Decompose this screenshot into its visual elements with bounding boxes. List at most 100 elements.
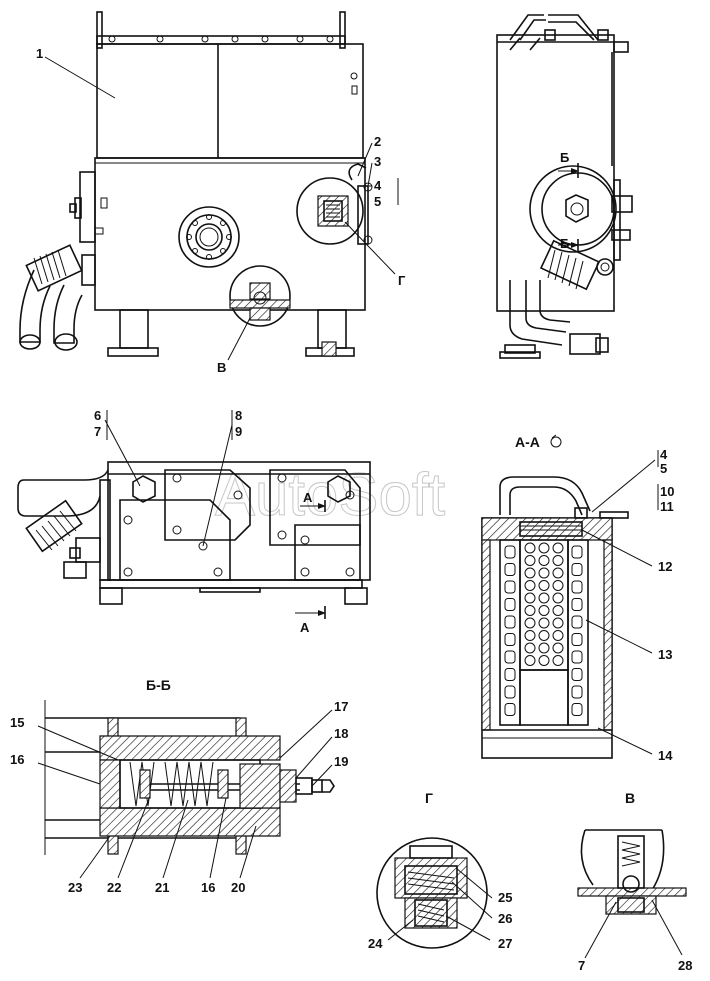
leader-label-g: Г xyxy=(398,273,406,288)
callout-7-v: 7 xyxy=(578,958,585,973)
callout-10: 10 xyxy=(660,484,674,499)
filter-perforation xyxy=(538,642,550,654)
callout-4: 4 xyxy=(374,178,382,193)
callout-3: 3 xyxy=(374,154,381,169)
callout-5: 5 xyxy=(374,194,381,209)
filter-perforation xyxy=(538,580,550,591)
filter-coil xyxy=(571,685,583,699)
callout-27: 27 xyxy=(498,936,512,951)
filter-perforation xyxy=(538,617,550,629)
filter-coil xyxy=(504,598,516,611)
callout-1: 1 xyxy=(36,46,43,61)
section-bb-title: Б-Б xyxy=(146,677,171,693)
filter-coil xyxy=(571,563,583,576)
watermark: AutoSoft xyxy=(215,461,445,528)
callout-2: 2 xyxy=(374,134,381,149)
callout-15: 15 xyxy=(10,715,24,730)
callout-24: 24 xyxy=(368,936,383,951)
filter-coil xyxy=(571,598,583,611)
callout-8: 8 xyxy=(235,408,242,423)
callout-4-aa: 4 xyxy=(660,447,668,462)
callout-9: 9 xyxy=(235,424,242,439)
callout-12: 12 xyxy=(658,559,672,574)
detail-v: В xyxy=(577,790,687,915)
section-mark-b-top: Б xyxy=(560,150,569,165)
section-mark-b-bottom: Б xyxy=(560,236,569,251)
detail-g: Г xyxy=(376,790,488,949)
filter-perforation xyxy=(552,630,564,641)
callout-17: 17 xyxy=(334,699,348,714)
filter-perforation xyxy=(524,617,536,629)
filter-coil xyxy=(504,650,516,664)
callout-leaders xyxy=(37,56,683,959)
filter-coil xyxy=(504,545,516,559)
filter-coil xyxy=(571,633,583,646)
filter-perforation xyxy=(552,655,564,666)
callout-16-bb: 16 xyxy=(201,880,215,895)
filter-coil xyxy=(504,685,516,699)
section-bb: Б-Б xyxy=(44,677,335,855)
callout-28: 28 xyxy=(678,958,692,973)
filter-coil xyxy=(504,668,516,681)
filter-perforation xyxy=(552,617,564,629)
filter-perforation xyxy=(524,630,536,641)
top-view: А А xyxy=(17,461,371,635)
section-mark-a-bottom: А xyxy=(300,620,310,635)
filter-perforation xyxy=(538,655,550,666)
filter-perforation xyxy=(524,592,536,604)
callout-25: 25 xyxy=(498,890,512,905)
filter-perforation xyxy=(552,642,564,654)
callout-18: 18 xyxy=(334,726,348,741)
filter-perforation xyxy=(538,542,550,554)
callout-20: 20 xyxy=(231,880,245,895)
filter-perforation xyxy=(552,567,564,579)
filter-perforation xyxy=(538,592,550,604)
side-view: Б Б xyxy=(496,14,633,359)
callout-16: 16 xyxy=(10,752,24,767)
callout-6: 6 xyxy=(94,408,101,423)
callout-13: 13 xyxy=(658,647,672,662)
filter-coil xyxy=(571,703,583,716)
callout-19: 19 xyxy=(334,754,348,769)
filter-coil xyxy=(571,545,583,559)
filter-perforation xyxy=(524,555,536,566)
detail-v-title: В xyxy=(625,790,635,806)
filter-coil xyxy=(571,580,583,594)
section-mark-a-top: А xyxy=(303,490,313,505)
callout-5-aa: 5 xyxy=(660,461,667,476)
detail-g-title: Г xyxy=(425,790,433,806)
filter-perforation xyxy=(552,605,564,616)
filter-perforation xyxy=(524,580,536,591)
section-aa-title: А-А xyxy=(515,434,540,450)
filter-perforation xyxy=(538,567,550,579)
callout-26: 26 xyxy=(498,911,512,926)
callout-11: 11 xyxy=(660,499,674,514)
filter-coil xyxy=(504,580,516,594)
filter-perforation xyxy=(538,555,550,566)
filter-perforation xyxy=(524,642,536,654)
filter-perforation xyxy=(524,605,536,616)
filter-perforation xyxy=(552,580,564,591)
filter-coil xyxy=(571,615,583,629)
filter-coil xyxy=(504,563,516,576)
filter-perforation xyxy=(538,605,550,616)
filter-perforation xyxy=(524,655,536,666)
filter-coil xyxy=(571,668,583,681)
filter-perforation xyxy=(552,555,564,566)
filter-perforation xyxy=(524,567,536,579)
filter-perforation xyxy=(552,542,564,554)
leader-label-v: В xyxy=(217,360,226,375)
front-view xyxy=(19,11,373,357)
callout-7: 7 xyxy=(94,424,101,439)
callout-22: 22 xyxy=(107,880,121,895)
section-aa: А-А xyxy=(481,434,629,759)
filter-coil xyxy=(571,650,583,664)
callout-23: 23 xyxy=(68,880,82,895)
filter-perforation xyxy=(538,630,550,641)
filter-coil xyxy=(504,633,516,646)
filter-perforation xyxy=(552,592,564,604)
filter-perforation xyxy=(524,542,536,554)
callout-labels: 1 2 3 4 5 Г В 6 7 8 9 4 5 10 11 12 13 14… xyxy=(10,46,692,973)
callout-21: 21 xyxy=(155,880,169,895)
